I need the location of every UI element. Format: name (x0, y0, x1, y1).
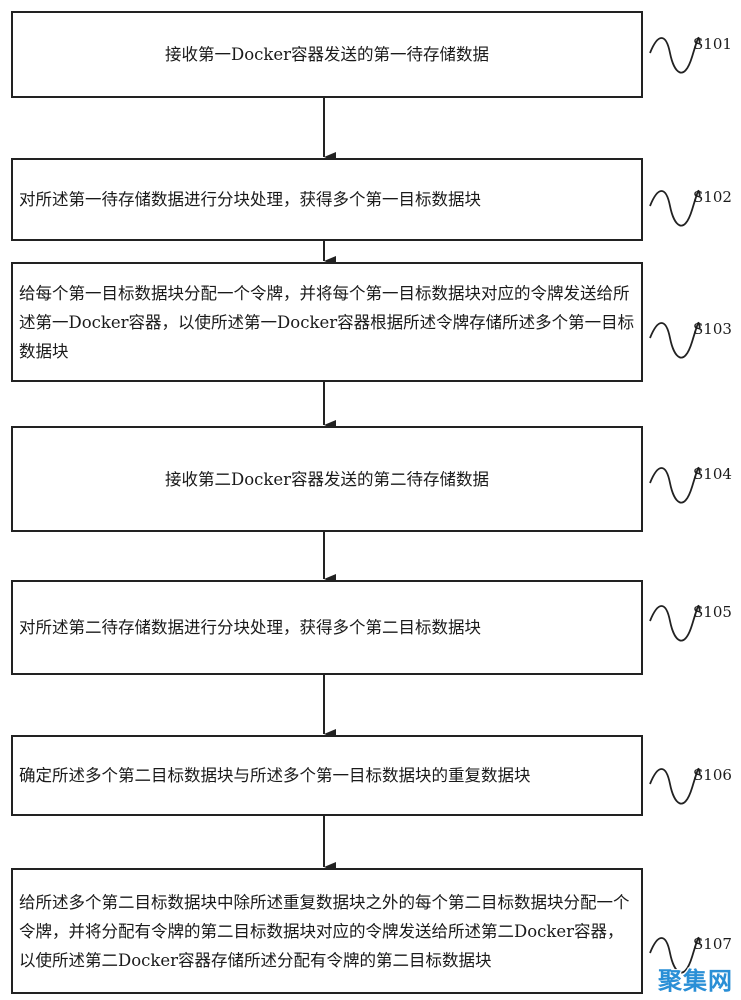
step-text-s102: 对所述第一待存储数据进行分块处理，获得多个第一目标数据块 (19, 190, 481, 209)
step-box-s107: 给所述多个第二目标数据块中除所述重复数据块之外的每个第二目标数据块分配一个令牌，… (11, 868, 643, 994)
step-text-s105: 对所述第二待存储数据进行分块处理，获得多个第二目标数据块 (19, 618, 481, 637)
step-text-s106: 确定所述多个第二目标数据块与所述多个第一目标数据块的重复数据块 (19, 766, 531, 785)
step-label-s106: S106 (693, 766, 732, 784)
step-box-s103: 给每个第一目标数据块分配一个令牌，并将每个第一目标数据块对应的令牌发送给所述第一… (11, 262, 643, 382)
step-label-s105: S105 (693, 603, 732, 621)
step-text-s107: 给所述多个第二目标数据块中除所述重复数据块之外的每个第二目标数据块分配一个令牌，… (19, 892, 630, 970)
step-box-s102: 对所述第一待存储数据进行分块处理，获得多个第一目标数据块 (11, 158, 643, 241)
step-label-s101: S101 (693, 35, 732, 53)
step-label-s107: S107 (693, 935, 732, 953)
step-text-s103: 给每个第一目标数据块分配一个令牌，并将每个第一目标数据块对应的令牌发送给所述第一… (19, 283, 635, 361)
step-box-s106: 确定所述多个第二目标数据块与所述多个第一目标数据块的重复数据块 (11, 735, 643, 816)
step-label-s103: S103 (693, 320, 732, 338)
step-box-s104: 接收第二Docker容器发送的第二待存储数据 (11, 426, 643, 532)
step-label-s102: S102 (693, 188, 732, 206)
step-box-s105: 对所述第二待存储数据进行分块处理，获得多个第二目标数据块 (11, 580, 643, 675)
step-box-s101: 接收第一Docker容器发送的第一待存储数据 (11, 11, 643, 98)
step-label-s104: S104 (693, 465, 732, 483)
watermark-logo: 聚集网 (658, 967, 733, 995)
step-text-s104: 接收第二Docker容器发送的第二待存储数据 (164, 469, 490, 489)
step-text-s101: 接收第一Docker容器发送的第一待存储数据 (164, 45, 490, 64)
